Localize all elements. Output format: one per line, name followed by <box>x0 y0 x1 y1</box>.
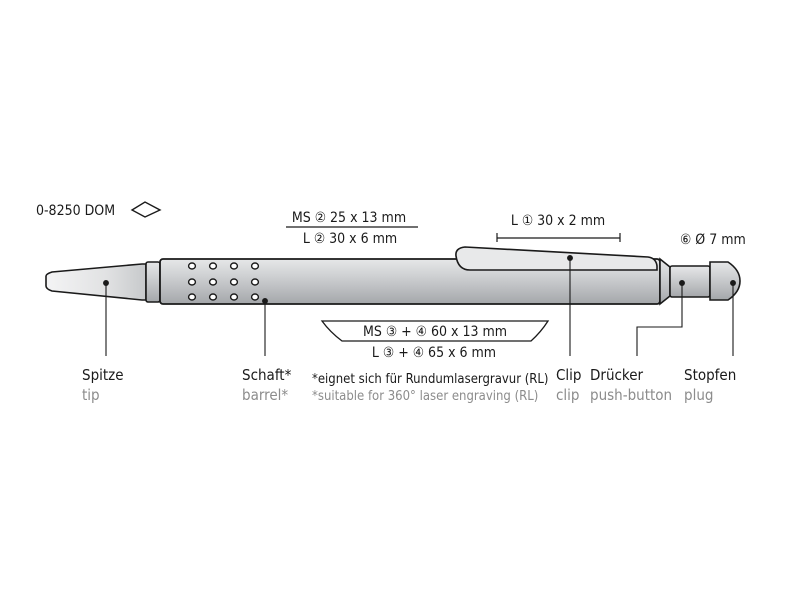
l-clip-imprint: L ① 30 x 2 mm <box>511 213 605 229</box>
plug-label-en: plug <box>684 386 713 404</box>
pen-clip <box>455 246 658 271</box>
plug-label-de: Stopfen <box>684 366 736 384</box>
barrel-hole <box>208 293 218 301</box>
clip-label-en: clip <box>556 386 580 404</box>
barrel-hole <box>208 262 218 270</box>
ms-barrel-imprint: MS ② 25 x 13 mm <box>292 210 406 226</box>
push-button-label-de: Drücker <box>590 366 643 384</box>
push-button-label-en: push-button <box>590 386 672 404</box>
barrel-hole <box>229 262 239 270</box>
barrel-hole <box>250 293 260 301</box>
barrel-label-de: Schaft* <box>242 366 292 384</box>
pen-illustration <box>45 246 741 306</box>
barrel-hole <box>208 278 218 286</box>
barrel-hole-pattern <box>187 262 260 301</box>
pen-tip <box>45 263 147 301</box>
product-code: 0-8250 DOM <box>36 203 115 219</box>
plug-diameter: ⑥ Ø 7 mm <box>680 232 746 248</box>
diamond-icon <box>130 201 162 218</box>
leader-tip-dot <box>103 280 109 286</box>
leader-clip-dot <box>567 255 573 261</box>
ms-round-imprint: MS ③ + ④ 60 x 13 mm <box>363 324 507 340</box>
tip-label-de: Spitze <box>82 366 124 384</box>
clip-label-de: Clip <box>556 366 582 384</box>
leader-plug-dot <box>730 280 736 286</box>
tip-ring <box>145 261 161 303</box>
footnote-de: *eignet sich für Rundumlasergravur (RL) <box>312 372 548 387</box>
barrel-hole <box>229 293 239 301</box>
leader-barrel-dot <box>262 298 268 304</box>
tip-label-en: tip <box>82 386 100 404</box>
l-barrel-imprint: L ② 30 x 6 mm <box>303 231 397 247</box>
barrel-hole <box>187 293 197 301</box>
barrel-hole <box>250 262 260 270</box>
pen-plug <box>709 261 741 301</box>
barrel-label-en: barrel* <box>242 386 288 404</box>
footnote-en: *suitable for 360° laser engraving (RL) <box>312 389 538 404</box>
barrel-hole <box>229 278 239 286</box>
l-round-imprint: L ③ + ④ 65 x 6 mm <box>372 345 496 361</box>
barrel-hole <box>250 278 260 286</box>
push-button-cone <box>659 257 671 306</box>
barrel-hole <box>187 262 197 270</box>
leader-push-button-dot <box>679 280 685 286</box>
leader-push-button <box>636 283 683 356</box>
barrel-hole <box>187 278 197 286</box>
round-engraving-shape <box>320 320 550 342</box>
push-button <box>669 265 711 298</box>
